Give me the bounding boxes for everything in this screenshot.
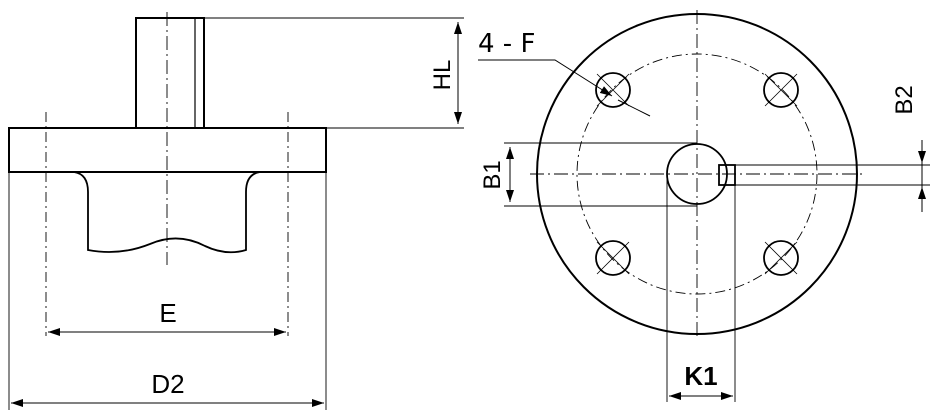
hub-outline (73, 171, 261, 254)
e-label: E (159, 298, 176, 328)
f-label: 4 - F (478, 29, 535, 59)
dimension-b2: B2 (891, 85, 926, 212)
dimension-k1: K1 (669, 361, 733, 400)
dimension-d2: D2 (11, 369, 324, 407)
bolt-hole-tl (595, 72, 631, 108)
side-view (8, 12, 464, 410)
dimension-4f: 4 - F (478, 29, 651, 117)
dimension-e: E (48, 298, 286, 336)
top-view (504, 10, 930, 402)
bolt-hole-tr (763, 72, 799, 108)
d2-label: D2 (151, 369, 184, 399)
bolt-hole-bl (595, 240, 631, 276)
f-leader-line (478, 59, 613, 97)
f-leader-tail (617, 99, 651, 117)
flange-plate (8, 127, 327, 173)
bolt-hole-br (763, 240, 799, 276)
b2-label: B2 (891, 85, 918, 114)
stem-outline (135, 17, 205, 129)
b1-label: B1 (479, 160, 506, 189)
bolt-circle (576, 53, 818, 295)
dimension-b1: B1 (479, 147, 514, 202)
k1-label: K1 (684, 361, 717, 391)
hl-label: HL (429, 60, 456, 91)
keyway (718, 164, 736, 186)
dimension-hl: HL (429, 22, 462, 124)
